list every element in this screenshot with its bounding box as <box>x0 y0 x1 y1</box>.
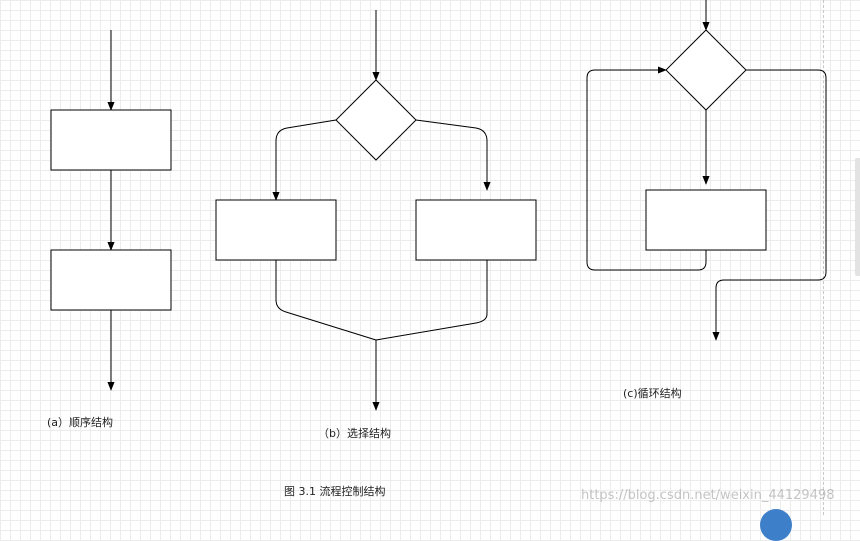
loop-process-box <box>645 189 767 251</box>
sequence-structure <box>50 30 172 391</box>
sel-process-box-left <box>215 199 337 261</box>
sel-process-box-right <box>415 199 537 261</box>
figure-caption: 图 3.1 流程控制结构 <box>284 485 386 498</box>
caption-loop: (c)循环结构 <box>623 387 682 400</box>
sel-left-branch-arrow <box>272 119 337 201</box>
loop-back-arrow <box>586 66 707 271</box>
page-boundary-dashed-line <box>823 0 824 515</box>
seq-process-box-2 <box>50 249 172 311</box>
flowchart-canvas <box>50 0 827 411</box>
sel-right-merge-line <box>375 260 488 341</box>
scrollbar-tab[interactable] <box>855 158 860 276</box>
seq-process-box-1 <box>50 109 172 171</box>
loop-structure <box>586 0 827 341</box>
caption-sequence: (a）顺序结构 <box>47 416 114 429</box>
watermark-url: https://blog.csdn.net/weixin_44129498 <box>581 488 835 503</box>
sel-right-branch-arrow <box>415 119 491 191</box>
caption-selection: （b）选择结构 <box>318 427 391 440</box>
sel-left-merge-line <box>275 260 377 341</box>
loop-decision-diamond <box>665 29 747 111</box>
sel-decision-diamond <box>335 79 417 161</box>
corner-avatar-button[interactable] <box>760 509 792 541</box>
selection-structure <box>215 10 537 411</box>
loop-exit-arrow <box>712 69 827 341</box>
